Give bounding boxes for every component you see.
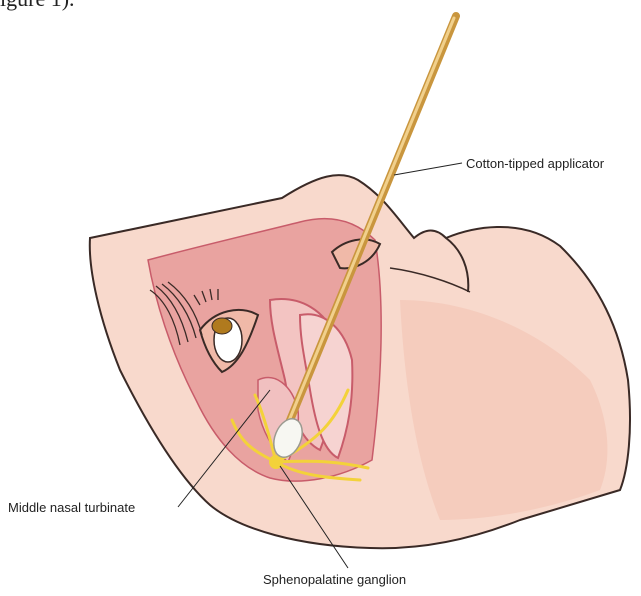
label-sphenopalatine-ganglion: Sphenopalatine ganglion — [263, 572, 406, 587]
label-cotton-tipped-applicator: Cotton-tipped applicator — [466, 156, 604, 171]
eye-iris — [212, 318, 232, 334]
label-middle-nasal-turbinate: Middle nasal turbinate — [8, 500, 135, 515]
